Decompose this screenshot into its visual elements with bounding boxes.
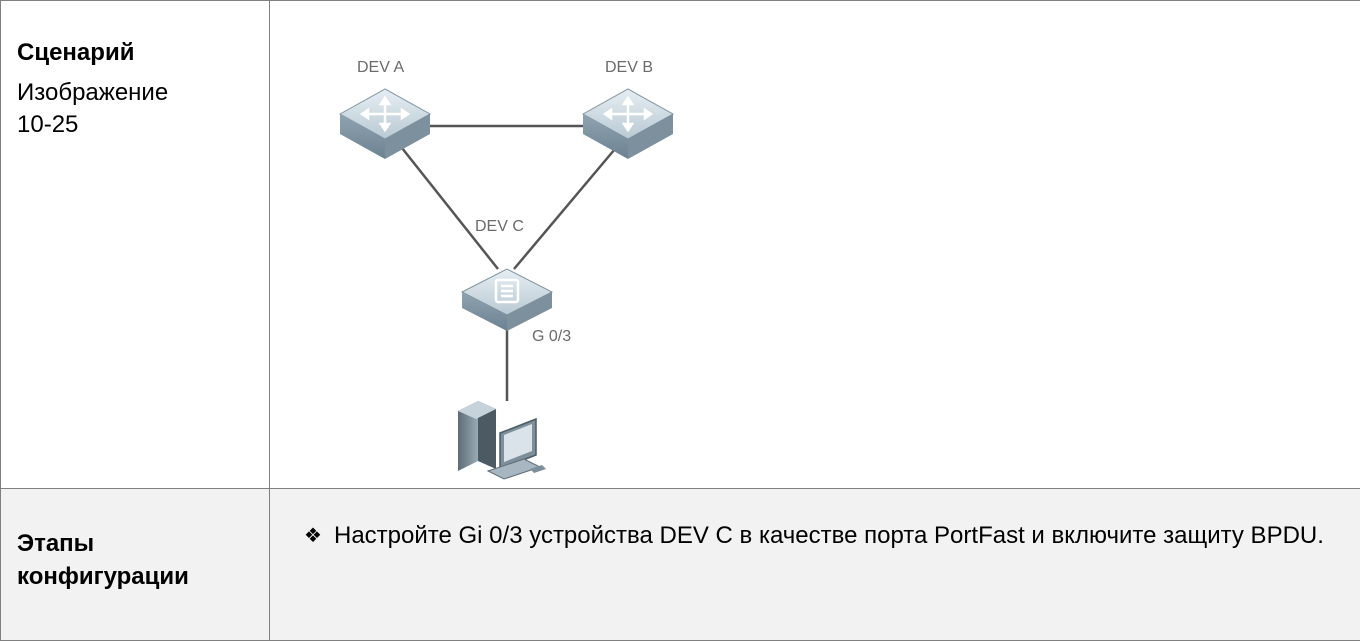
dev-a-router-icon <box>338 88 432 159</box>
dev-c-label: DEV C <box>475 218 524 235</box>
pc-icon <box>458 401 546 480</box>
network-topology-diagram: DEV A DEV B DEV C G 0/3 <box>338 59 675 480</box>
dev-c-switch-icon <box>460 268 554 331</box>
links <box>397 124 621 401</box>
steps-label-cell: Этапы конфигурации <box>0 488 270 641</box>
dev-a-label: DEV A <box>357 59 404 76</box>
scenario-row: Сценарий Изображение 10-25 <box>0 0 1360 489</box>
diamond-bullet-icon: ❖ <box>304 525 322 547</box>
step-item: ❖ Настройте Gi 0/3 устройства DEV C в ка… <box>304 519 1360 553</box>
dev-b-label: DEV B <box>605 59 653 76</box>
steps-title-line1: Этапы <box>17 530 95 557</box>
steps-content-cell: ❖ Настройте Gi 0/3 устройства DEV C в ка… <box>269 488 1360 641</box>
scenario-label-cell: Сценарий Изображение 10-25 <box>0 0 270 489</box>
dev-b-router-icon <box>581 88 675 159</box>
figure-caption: Изображение 10-25 <box>17 79 169 138</box>
step-text: Настройте Gi 0/3 устройства DEV C в каче… <box>334 522 1324 549</box>
link-b-c <box>513 142 621 270</box>
configuration-steps-row: Этапы конфигурации ❖ Настройте Gi 0/3 ус… <box>0 488 1360 641</box>
scenario-title: Сценарий <box>17 39 135 66</box>
link-a-c <box>397 142 499 270</box>
steps-title-line2: конфигурации <box>17 563 189 590</box>
diagram-cell: DEV A DEV B DEV C G 0/3 <box>269 0 1360 489</box>
port-label: G 0/3 <box>532 328 571 345</box>
